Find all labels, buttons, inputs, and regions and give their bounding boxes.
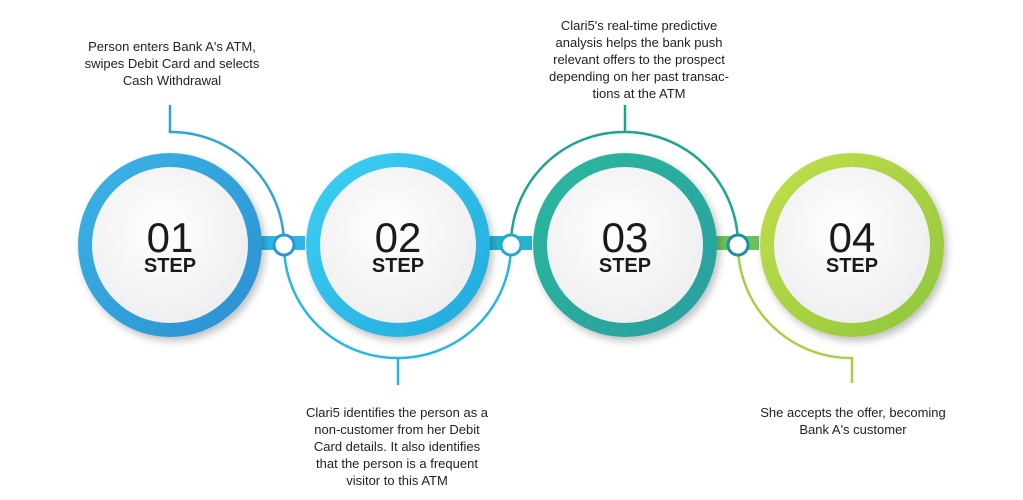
- step-1-caption: Person enters Bank A's ATM, swipes Debit…: [84, 39, 260, 88]
- step-3-caption: Clari5's real-time predictive analysis h…: [549, 18, 729, 101]
- step-3-number: 03: [602, 214, 649, 261]
- step-3-label: STEP: [599, 255, 651, 277]
- step-1: [78, 153, 262, 337]
- junction-node-2: [499, 233, 523, 257]
- junction-node-3: [726, 233, 750, 257]
- step-4-number: 04: [829, 214, 876, 261]
- step-2-caption: Clari5 identifies the person as a non-cu…: [305, 405, 489, 488]
- arc-step-4: [736, 244, 854, 383]
- step-2-number: 02: [375, 214, 422, 261]
- step-4-label: STEP: [826, 255, 878, 277]
- step-4: [760, 153, 944, 337]
- step-1-label: STEP: [144, 255, 196, 277]
- step-4-caption: She accepts the offer, becoming Bank A's…: [760, 405, 946, 437]
- arc-step-1: [168, 130, 286, 246]
- step-3: [533, 153, 717, 337]
- step-1-number: 01: [147, 214, 194, 261]
- step-2: [306, 153, 490, 337]
- junction-node-1: [272, 233, 296, 257]
- step-2-label: STEP: [372, 255, 424, 277]
